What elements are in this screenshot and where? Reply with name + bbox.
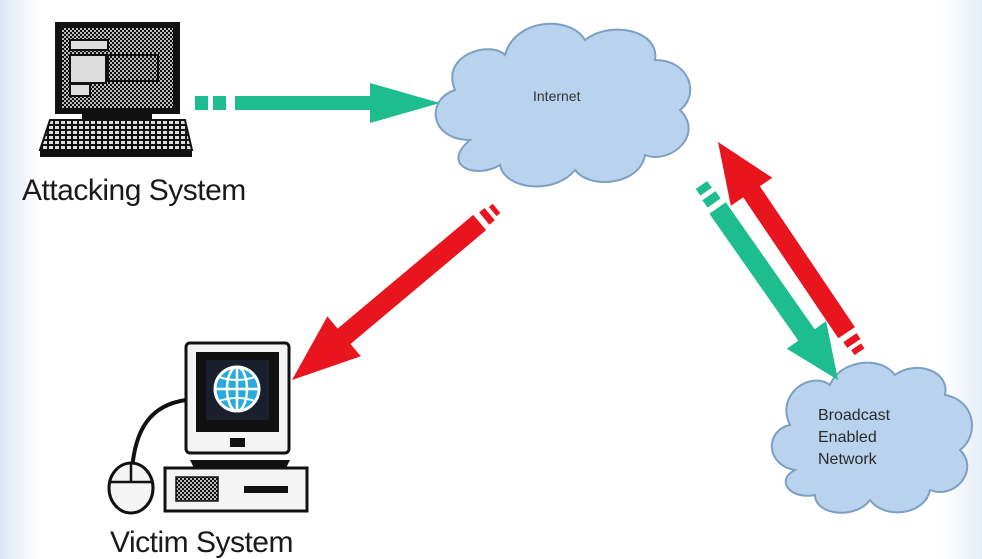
mouse-icon <box>107 461 155 515</box>
attacking-system-label: Attacking System <box>22 174 246 207</box>
broadcast-label-line-1: Broadcast <box>818 407 891 424</box>
desktop-computer-icon <box>130 341 309 513</box>
reply-arrow-broadcast-to-internet <box>718 142 865 356</box>
internet-label: Internet <box>533 88 581 104</box>
computer-terminal-icon <box>38 22 194 157</box>
victim-system-label: Victim System <box>110 526 293 559</box>
broadcast-network-label: Broadcast Enabled Network <box>818 405 890 471</box>
internet-cloud-icon <box>434 22 692 188</box>
broadcast-label-line-3: Network <box>818 451 877 468</box>
request-arrow-attacker-to-internet <box>195 83 440 123</box>
broadcast-network-cloud-icon <box>770 361 973 514</box>
request-arrow-internet-to-broadcast <box>695 181 838 380</box>
globe-icon <box>213 365 261 413</box>
broadcast-label-line-2: Enabled <box>818 429 877 446</box>
reply-arrow-internet-to-victim <box>292 203 501 380</box>
